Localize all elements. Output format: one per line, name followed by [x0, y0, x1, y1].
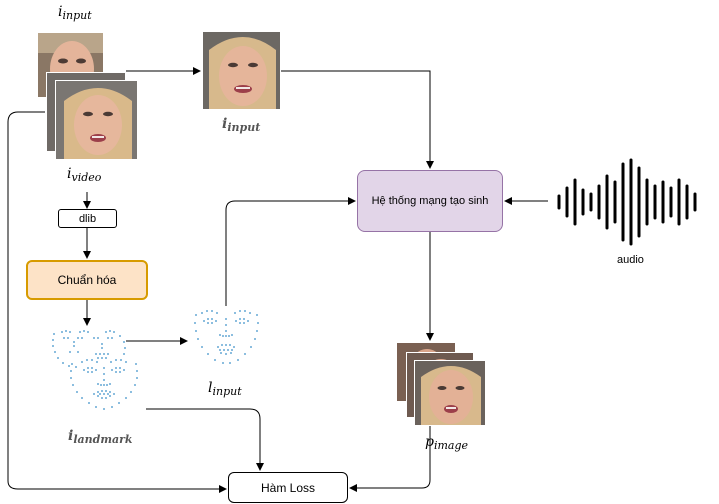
output-frame-3: [414, 360, 486, 426]
label-base: i: [67, 166, 72, 182]
edge-iinput-to-generator: [281, 70, 434, 169]
label-sub: image: [433, 439, 469, 452]
label-sub: input: [227, 121, 261, 134]
label-base: p: [425, 434, 434, 450]
landmark-face-3: [70, 359, 138, 410]
label-l-input: linput: [208, 380, 242, 398]
video-frame-3: [55, 80, 138, 160]
label-sub: video: [71, 171, 102, 184]
l-input-landmarks: [194, 310, 259, 364]
label-base: i: [68, 428, 74, 444]
label-i-video: ivideo: [67, 166, 101, 184]
label-i-input-top: iinput: [58, 4, 92, 22]
landmark-face-2: [93, 330, 126, 359]
label-base: i: [58, 4, 63, 20]
audio-label: audio: [617, 254, 644, 266]
edge-video-to-loss: [7, 111, 227, 493]
normalize-box[interactable]: Chuẩn hóa: [26, 260, 148, 300]
landmark-stack: [52, 330, 138, 410]
label-base: l: [208, 380, 213, 396]
label-sub: input: [212, 385, 242, 398]
edge-landmark-to-loss: [146, 408, 264, 471]
label-p-image: pimage: [425, 434, 468, 452]
label-i-landmark: ilandmark: [68, 428, 133, 446]
label-i-input-mid: iinput: [222, 116, 260, 134]
face-image: [203, 32, 280, 109]
label-sub: landmark: [73, 433, 133, 446]
edge-pimage-to-loss: [349, 425, 431, 492]
loss-box[interactable]: Hàm Loss: [228, 472, 348, 503]
dlib-box[interactable]: dlib: [58, 209, 117, 228]
audio-waveform-icon: [557, 158, 697, 246]
label-sub: input: [62, 9, 92, 22]
label-base: i: [222, 116, 228, 132]
i-input-face-image: [202, 31, 281, 110]
landmark-face-1: [52, 330, 89, 368]
face-image: [56, 81, 137, 159]
edge-linput-to-generator: [225, 197, 356, 306]
face-image: [415, 361, 485, 425]
generator-box[interactable]: Hệ thống mạng tạo sinh: [357, 170, 503, 232]
